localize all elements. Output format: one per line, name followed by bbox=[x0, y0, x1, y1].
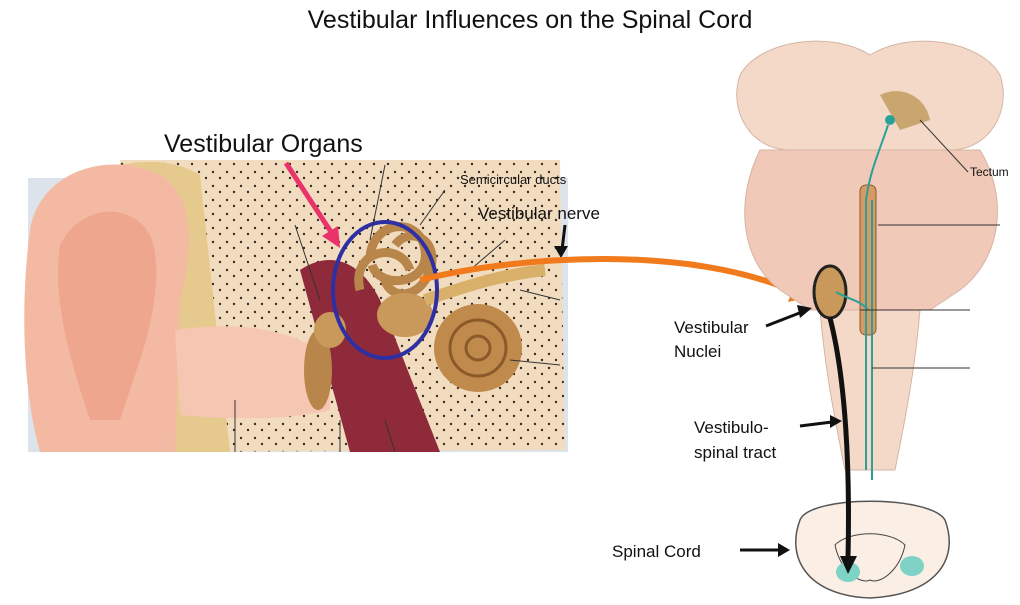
vestibulospinal-tract-label-line2: spinal tract bbox=[694, 443, 776, 463]
diagram-title: Vestibular Influences on the Spinal Cord bbox=[0, 6, 1020, 35]
vestibular-nuclei-body bbox=[814, 266, 846, 318]
vestibular-nuclei-label-line2: Nuclei bbox=[674, 342, 721, 362]
cord-pointer-head bbox=[778, 543, 790, 557]
nuclei-pointer-shaft bbox=[766, 312, 802, 326]
tract-pointer-shaft bbox=[800, 422, 832, 426]
vestibular-nuclei-label-line1: Vestibular bbox=[674, 318, 749, 338]
vestibular-nerve-label: Vestibular nerve bbox=[478, 204, 600, 224]
pathway-node bbox=[885, 115, 895, 125]
thalamus-lobes bbox=[737, 41, 1004, 150]
tectum-label: Tectum bbox=[970, 165, 1009, 179]
spinal-cord-label: Spinal Cord bbox=[612, 542, 701, 562]
ventral-horn-right bbox=[900, 556, 924, 576]
spinal-cord-section bbox=[796, 501, 949, 598]
vestibulospinal-tract-label-line1: Vestibulo- bbox=[694, 418, 769, 438]
nucleus-column bbox=[860, 185, 876, 335]
semicircular-ducts-label: Semicircular ducts bbox=[460, 172, 566, 187]
brainstem-illustration bbox=[737, 41, 1004, 598]
vestibular-organs-label: Vestibular Organs bbox=[164, 130, 363, 159]
cochlea bbox=[434, 304, 522, 392]
